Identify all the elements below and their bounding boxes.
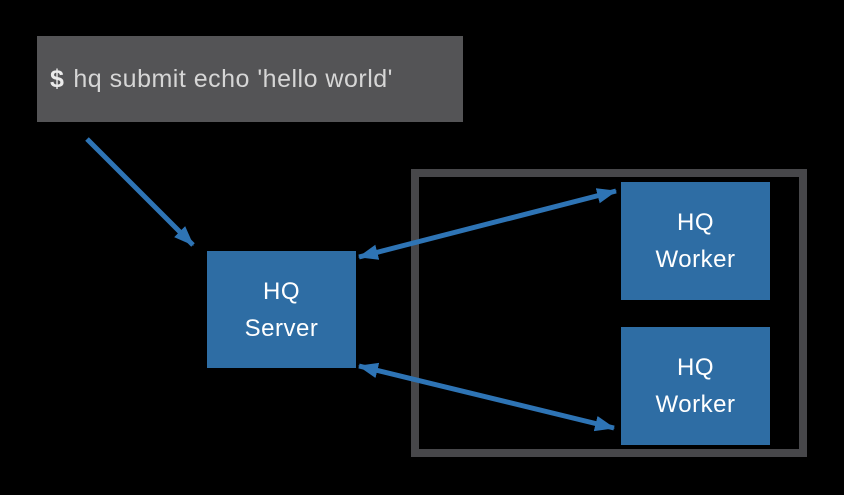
hq-worker-node-2: HQ Worker xyxy=(621,327,770,445)
hq-worker2-label-line1: HQ xyxy=(677,354,714,381)
hq-worker2-label-line2: Worker xyxy=(655,391,736,418)
hq-server-node: HQ Server xyxy=(207,251,356,368)
arrow-submit-to-server xyxy=(85,137,195,247)
hq-worker-node-1: HQ Worker xyxy=(621,182,770,300)
shell-prompt: $ xyxy=(50,64,65,93)
hq-server-label-line1: HQ xyxy=(263,277,300,305)
terminal-command-box: $ hq submit echo 'hello world' xyxy=(37,36,463,122)
hq-worker1-label-line2: Worker xyxy=(655,246,736,273)
hq-worker1-label-line1: HQ xyxy=(677,209,714,236)
hq-server-label-line2: Server xyxy=(244,314,319,342)
worker-group-outline xyxy=(411,169,807,457)
shell-command-text: hq submit echo 'hello world' xyxy=(73,64,393,93)
